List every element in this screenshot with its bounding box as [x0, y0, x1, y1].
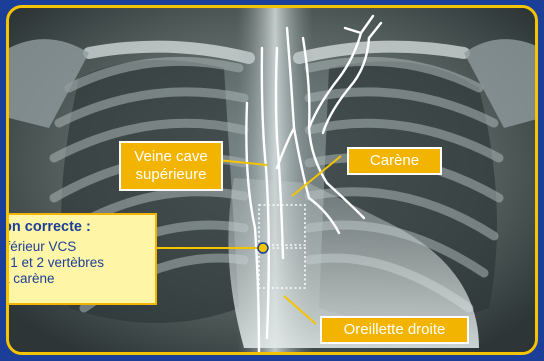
catheter-tip-marker [258, 243, 268, 253]
label-veine-cave-superieure: Veine cave supérieure [119, 141, 223, 191]
label-vcs-line2: supérieure [121, 166, 221, 184]
position-line1: nférieur VCS [6, 239, 155, 255]
label-oreillette-droite: Oreillette droite [320, 316, 469, 344]
correct-position-box: ion correcte : nférieur VCS e 1 et 2 ver… [6, 213, 157, 305]
xray-panel: Veine cave supérieure Carène Oreillette … [6, 5, 538, 355]
position-line2: e 1 et 2 vertèbres [6, 255, 155, 271]
position-line3: la carène [6, 271, 155, 287]
position-title: ion correcte : [6, 219, 155, 235]
label-vcs-line1: Veine cave [121, 148, 221, 166]
label-carene: Carène [347, 147, 442, 175]
